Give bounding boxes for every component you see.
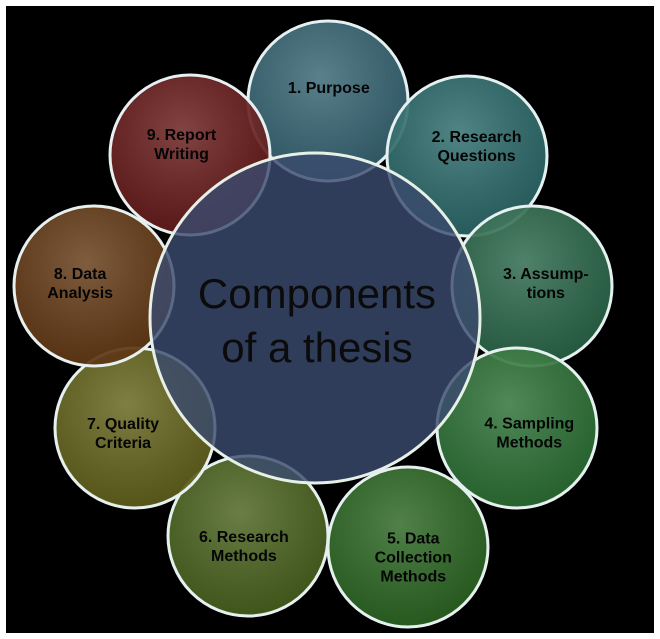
center-node: Components of a thesis [148, 151, 482, 485]
center-layer: Components of a thesis [148, 151, 482, 485]
node-1-label-line-1: 1. Purpose [288, 80, 370, 97]
center-title-line-1: Components [198, 270, 436, 317]
center-title-line-2: of a thesis [221, 324, 412, 371]
node-4-label-line-2: Methods [496, 434, 562, 451]
node-3: 3. Assump-tions [450, 204, 614, 368]
node-7-label-line-1: 7. Quality [87, 416, 159, 433]
node-2-shine [389, 78, 545, 234]
node-9-label-line-2: Writing [154, 146, 209, 163]
node-3-label-line-1: 3. Assump- [503, 266, 589, 283]
node-6-shine [170, 458, 326, 614]
node-9-label-line-1: 9. Report [147, 127, 217, 144]
center-circle [148, 151, 482, 485]
node-7-label-line-2: Criteria [95, 435, 151, 452]
node-6-label-line-2: Methods [211, 548, 277, 565]
node-1-shine [250, 23, 406, 179]
node-3-label-line-2: tions [527, 285, 565, 302]
node-5-shine [330, 469, 486, 625]
node-5-label-line-3: Methods [380, 568, 446, 585]
node-6-label-line-1: 6. Research [199, 529, 289, 546]
node-3-shine [454, 208, 610, 364]
node-5-label-line-2: Collection [375, 549, 452, 566]
node-8-label-line-2: Analysis [47, 285, 113, 302]
node-8-label-line-1: 8. Data [54, 266, 107, 283]
node-8-shine [16, 208, 172, 364]
node-4-shine [439, 350, 595, 506]
node-4-label-line-1: 4. Sampling [484, 415, 574, 432]
node-2-label-line-2: Questions [437, 148, 515, 165]
node-2-label-line-1: 2. Research [432, 129, 522, 146]
node-5-label-line-1: 5. Data [387, 530, 440, 547]
